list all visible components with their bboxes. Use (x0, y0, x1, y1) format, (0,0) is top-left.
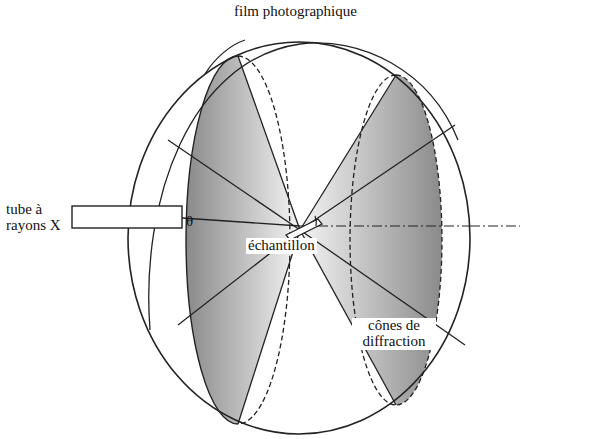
cone-shade (300, 75, 442, 405)
beam-axis (470, 226, 520, 227)
cone-lines (168, 56, 465, 424)
film-label: film photographique (234, 4, 357, 20)
beam (182, 218, 300, 226)
beam-axis (300, 226, 470, 227)
sample-label: échantillon (246, 238, 317, 254)
cones-label: cônes de diffraction (352, 318, 436, 350)
tube-label: tube à rayons X (6, 202, 68, 234)
xray-tube (72, 206, 182, 228)
cone-base (396, 75, 442, 405)
angle-symbol: θ (186, 214, 193, 230)
cone-base (186, 56, 238, 424)
angle-arc (315, 216, 316, 226)
film-circle (128, 42, 470, 434)
cone-base (350, 75, 396, 405)
film-rim (149, 43, 458, 330)
